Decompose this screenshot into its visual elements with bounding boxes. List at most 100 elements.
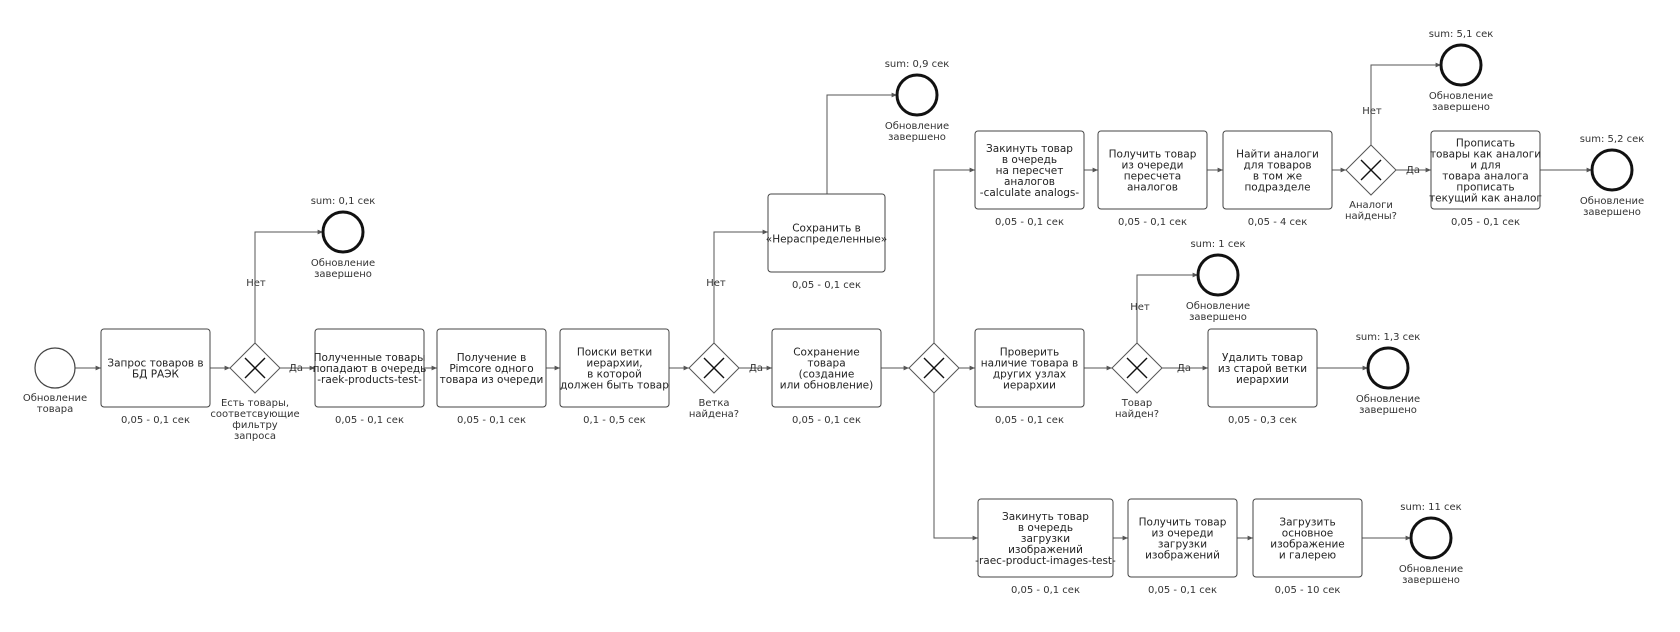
end-event-sum: sum: 5,1 сек [1429, 29, 1494, 40]
task-time: 0,05 - 0,1 сек [1148, 585, 1217, 596]
text-line: соответсвующие [210, 409, 299, 420]
task-time: 0,05 - 0,1 сек [1451, 217, 1520, 228]
task-time: 0,05 - 4 сек [1248, 217, 1307, 228]
flow-label-no: Нет [706, 278, 726, 289]
text-line: завершено [1402, 575, 1460, 586]
text-line: завершено [314, 269, 372, 280]
text-line: Сохранить в [792, 223, 861, 235]
text-line: завершено [888, 132, 946, 143]
text-line: -calculate analogs- [980, 187, 1080, 199]
task-time: 0,05 - 0,1 сек [995, 415, 1064, 426]
task-time: 0,05 - 0,1 сек [1011, 585, 1080, 596]
text-line: основное [1282, 528, 1333, 540]
gateway-split[interactable] [908, 342, 960, 394]
end-event-sum: sum: 11 сек [1400, 502, 1461, 513]
text-line: Удалить товар [1222, 352, 1303, 364]
text-line: товара из очереди [440, 374, 544, 386]
text-line: загрузки [1158, 539, 1207, 551]
task-time: 0,05 - 0,1 сек [995, 217, 1064, 228]
text-line: загрузки [1021, 533, 1070, 545]
text-line: Получить товар [1139, 517, 1227, 529]
task-time: 0,05 - 0,1 сек [335, 415, 404, 426]
task-time: 0,05 - 10 сек [1275, 585, 1341, 596]
text-line: в которой [587, 369, 642, 381]
task-time: 0,05 - 0,3 сек [1228, 415, 1297, 426]
text-line: Закинуть товар [1002, 511, 1089, 523]
text-line: изображений [1008, 544, 1083, 556]
task-time: 0,05 - 0,1 сек [792, 280, 861, 291]
flow-g3-t13 [933, 393, 978, 541]
task-save-unallocated[interactable]: Сохранить в«Нераспределенные» 0,05 - 0,1… [766, 193, 887, 291]
flow-labels: Нет Да Нет Да Нет Да Нет Да [246, 106, 1420, 374]
text-line: изображение [1270, 539, 1344, 551]
text-line: завершено [1359, 405, 1417, 416]
text-line: фильтру [232, 420, 278, 431]
text-line: других узлах [993, 369, 1066, 381]
text-line: аналогов [1127, 182, 1178, 194]
end-event-sum: sum: 5,2 сек [1580, 134, 1645, 145]
text-line: пересчета [1124, 171, 1181, 183]
text-line: Обновление [311, 258, 375, 269]
text-line: Полученные товары [314, 352, 426, 364]
text-line: Обновление [23, 393, 87, 404]
text-line: Ветка [698, 398, 729, 409]
text-line: и для [1470, 160, 1500, 172]
text-line: Обновление [1186, 301, 1250, 312]
task-label: Сохранить в«Нераспределенные» [766, 223, 887, 246]
text-line: Обновление [1580, 196, 1644, 207]
text-line: запроса [234, 431, 276, 442]
text-line: в очередь [1018, 522, 1073, 534]
text-line: Обновление [1356, 394, 1420, 405]
text-line: или обновление) [780, 380, 874, 392]
flow-t5-e2 [826, 92, 897, 194]
text-line: Найти аналоги [1236, 149, 1319, 161]
end-event-sum: sum: 0,9 сек [885, 59, 950, 70]
text-line: БД РАЭК [132, 369, 180, 381]
flow-g3-t7 [933, 167, 975, 343]
text-line: Поиски ветки [577, 347, 652, 359]
text-line: Обновление [885, 121, 949, 132]
